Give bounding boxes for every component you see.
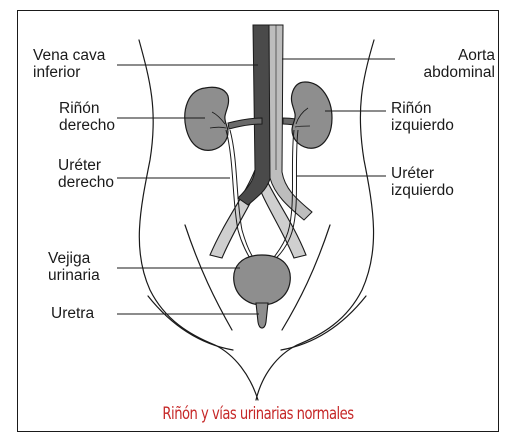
label-vena-cava: Vena cava inferior [33,47,105,81]
kidney-right [185,87,229,150]
label-rinon-izquierdo-line2: izquierdo [391,117,454,134]
label-rinon-izquierdo: Riñón izquierdo [391,100,454,134]
label-uretra-text: Uretra [51,305,94,322]
vena-cava [238,25,271,205]
left-groin-line [148,296,233,350]
label-uretra: Uretra [51,305,94,322]
label-vejiga: Vejiga urinaria [48,250,100,284]
label-vena-cava-line1: Vena cava [33,47,105,64]
label-ureter-derecho-line1: Uréter [58,157,114,174]
label-ureter-derecho: Uréter derecho [58,157,114,191]
label-vena-cava-line2: inferior [33,64,105,81]
label-ureter-izquierdo-line2: izquierdo [391,182,454,199]
label-ureter-derecho-line2: derecho [58,174,114,191]
figure-caption: Riñón y vías urinarias normales [51,404,466,424]
label-rinon-derecho-line1: Riñón [59,100,115,117]
label-vejiga-line1: Vejiga [48,250,100,267]
label-aorta: Aorta abdominal [401,47,495,81]
label-aorta-line2: abdominal [401,64,495,81]
bladder [234,255,291,305]
label-ureter-izquierdo-line1: Uréter [391,165,454,182]
label-aorta-line1: Aorta [401,47,495,64]
label-ureter-izquierdo: Uréter izquierdo [391,165,454,199]
label-rinon-derecho-line2: derecho [59,117,115,134]
label-vejiga-line2: urinaria [48,267,100,284]
label-rinon-derecho: Riñón derecho [59,100,115,134]
urethra [256,303,268,328]
label-rinon-izquierdo-line1: Riñón [391,100,454,117]
